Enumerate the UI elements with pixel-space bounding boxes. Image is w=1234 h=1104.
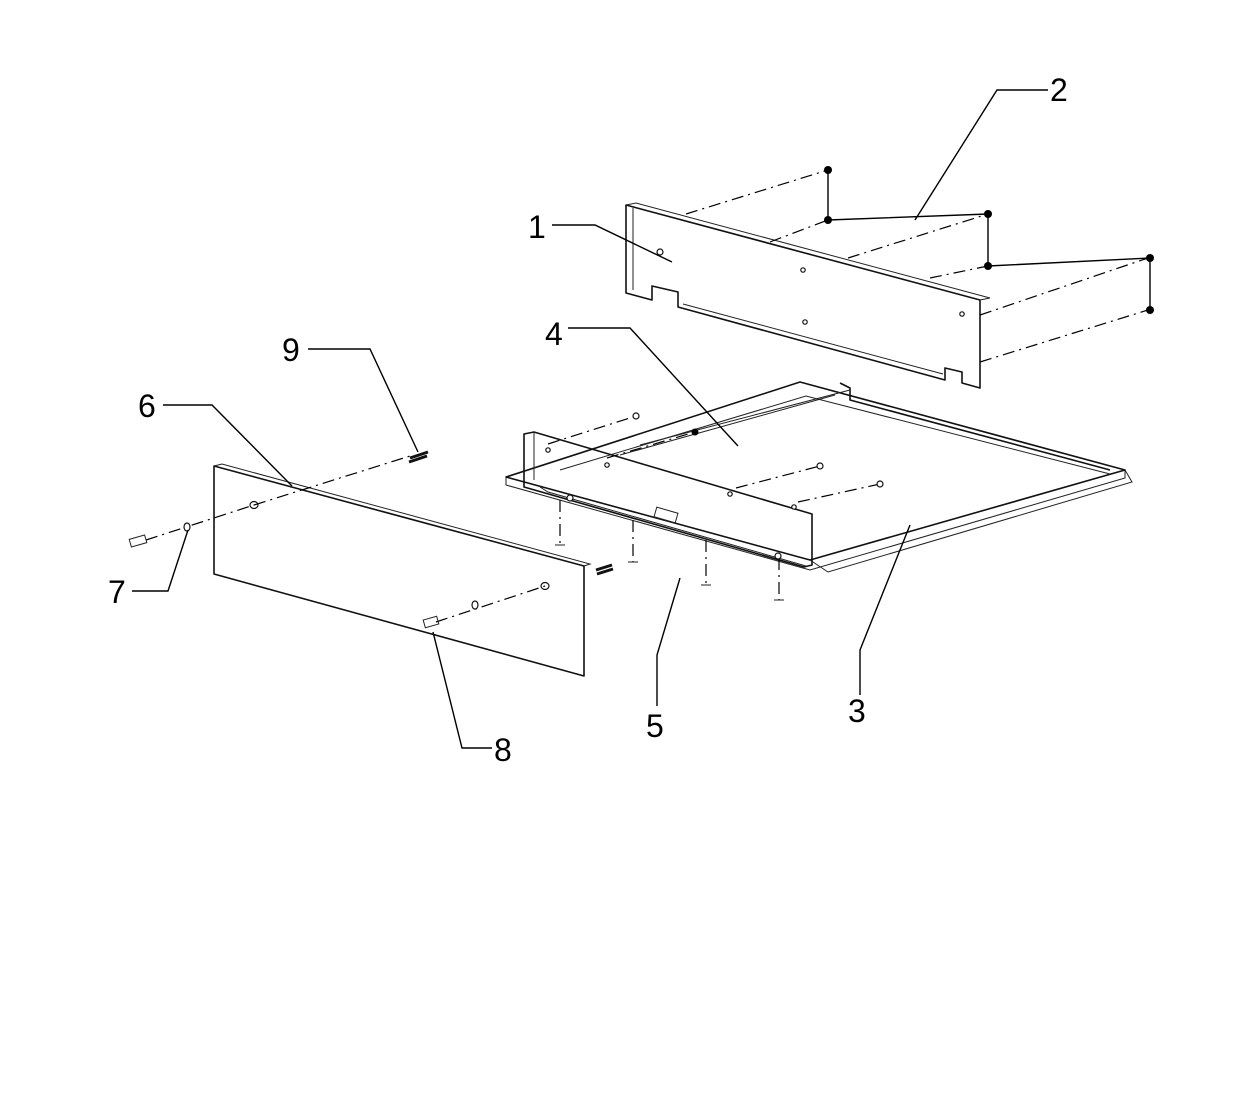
callout-2: 2 (1050, 72, 1068, 108)
leader-2 (914, 89, 1048, 221)
part-5-screws (555, 494, 784, 601)
part-2-fasteners (685, 166, 1154, 363)
leader-3 (859, 524, 911, 695)
part-1-rear-panel (625, 202, 991, 389)
part-8-bolt-right (422, 585, 546, 629)
leader-8 (432, 631, 492, 749)
leader-1 (552, 224, 673, 263)
callout-labels: 1 2 3 4 5 6 7 8 9 (108, 72, 1068, 768)
callout-7: 7 (108, 574, 126, 610)
callout-3: 3 (848, 693, 866, 729)
leader-9 (308, 348, 419, 453)
part-9-pins (253, 450, 614, 576)
callout-4: 4 (545, 316, 563, 352)
leader-6 (163, 404, 293, 487)
callout-9: 9 (282, 332, 300, 368)
leader-4 (568, 327, 739, 447)
part-4-front-bracket (523, 412, 884, 568)
leader-7 (132, 529, 189, 592)
part-7-bolt-left (128, 504, 255, 548)
callout-6: 6 (138, 388, 156, 424)
part-3-base-tray (505, 381, 1133, 573)
part-6-front-cover (213, 463, 592, 677)
leader-lines (132, 89, 1048, 749)
leader-5 (656, 577, 681, 706)
callout-8: 8 (494, 732, 512, 768)
callout-5: 5 (646, 708, 664, 744)
callout-1: 1 (528, 209, 546, 245)
